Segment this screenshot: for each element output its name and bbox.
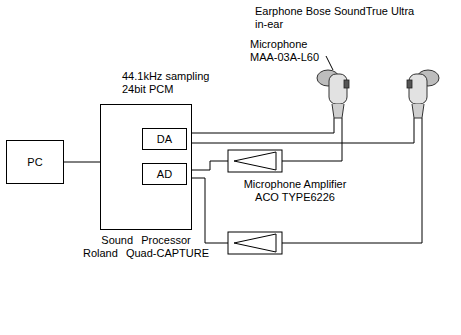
microphone-capsule <box>344 80 349 88</box>
part-label: Microphone MAA-03A-L60 <box>250 38 326 64</box>
converter-box: DA <box>142 128 187 150</box>
connection-line <box>64 162 100 163</box>
wire <box>192 118 334 133</box>
leader-line <box>326 56 333 70</box>
wire <box>192 178 228 243</box>
sound-processor-box: Sound Processor Roland Quad-CAPTUREDAAD <box>100 104 192 230</box>
amplifier-symbol <box>228 150 282 172</box>
converter-box: AD <box>142 163 187 185</box>
microphone-capsule <box>407 80 412 88</box>
part-label: Microphone Amplifier ACO TYPE6226 <box>237 178 353 204</box>
earphone-stem <box>412 104 424 118</box>
wire <box>192 161 228 170</box>
earphone-illustration <box>407 70 439 118</box>
node-label: DA <box>157 133 172 146</box>
node-label: PC <box>27 156 42 169</box>
earphone-body <box>329 74 347 104</box>
wire <box>192 118 414 143</box>
node-label: AD <box>157 168 172 181</box>
earphone-illustration <box>317 70 349 118</box>
signal-format-note: 44.1kHz sampling 24bit PCM <box>122 70 214 96</box>
computer-box: PC <box>6 140 64 184</box>
part-label: Earphone Bose SoundTrue Ultra in-ear <box>255 5 423 31</box>
node-label: Sound Processor Roland Quad-CAPTURE <box>82 234 210 260</box>
amplifier-symbol <box>228 232 282 254</box>
wire <box>282 118 342 161</box>
earphone-body <box>409 74 427 104</box>
earphone-stem <box>332 104 344 118</box>
